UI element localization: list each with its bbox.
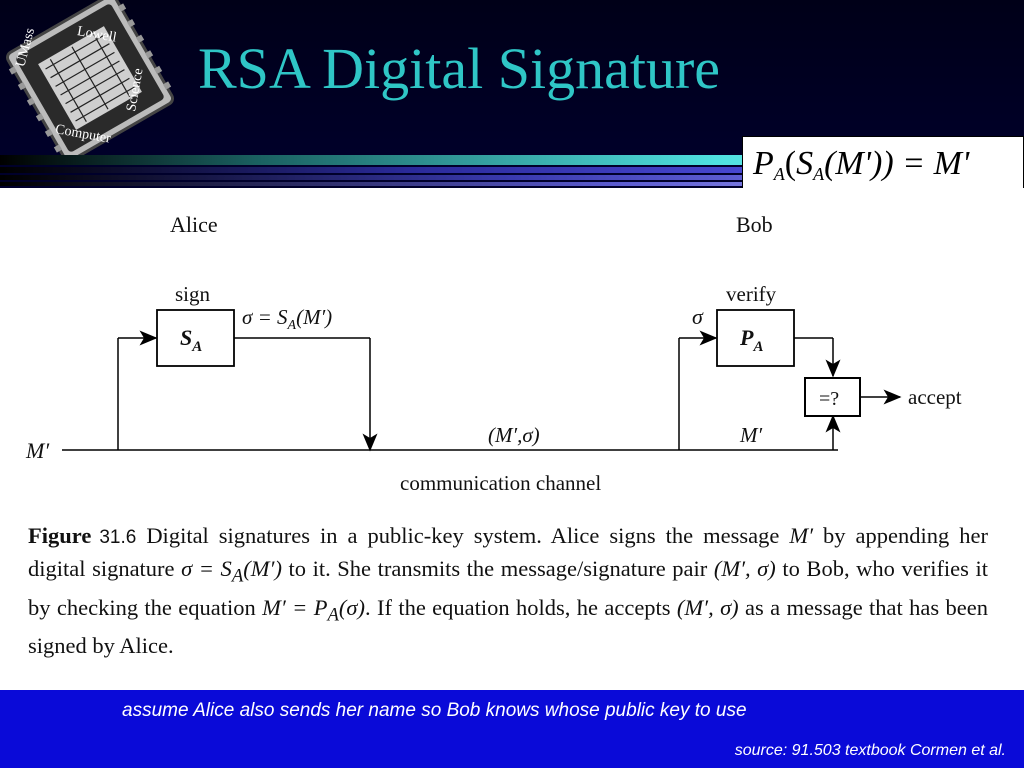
umass-lowell-cs-logo: UMass Lowell Computer Science [6,0,174,160]
equation-inner-func: S [796,145,814,182]
caption-eq: M′ = P [262,594,328,620]
verify-box-func: P [739,325,754,350]
sigma-eq: σ = S [242,305,288,329]
svg-text:σ = SA(M′): σ = SA(M′) [242,305,332,333]
verify-box [716,309,795,367]
caption-text-5: . If the equation holds, he accepts [365,594,677,620]
sign-box-func: S [180,325,192,350]
equation-inner-sub: A [813,164,825,184]
alice-label: Alice [170,212,218,237]
logo-text-lowell: Lowell [76,24,118,46]
message-bob-label: M′ [739,423,762,447]
caption-sig: σ = S [181,556,232,581]
caption-pair: (M′, σ) [713,556,776,581]
caption-text-2: by appending her digital signature [28,523,988,581]
verification-equation: PA(SA(M')) = M' [742,136,1024,192]
equation-lhs-func: P [753,145,774,182]
caption-label: Figure [28,523,92,548]
caption-pair2: (M′, σ) [676,594,739,620]
figure-panel: Alice Bob sign verify SA PA σ = SA(M′) σ… [0,188,1024,690]
slide-title: RSA Digital Signature [198,36,720,101]
caption-eq-sub: A [327,604,339,625]
caption-eq-arg: (σ) [338,594,365,620]
svg-text:SA: SA [180,325,202,355]
sign-box-sub: A [191,339,202,355]
sigma-eq-sub: A [287,318,297,333]
accept-label: accept [908,385,962,409]
footer-band: assume Alice also sends her name so Bob … [0,690,1024,768]
caption-text-4: to Bob, who verifies it by checking the … [28,556,989,620]
sign-label: sign [175,282,211,306]
caption-m1: M′ [789,523,814,548]
footer-note: assume Alice also sends her name so Bob … [122,700,747,721]
compare-box-label: =? [819,388,839,410]
caption-text-3: to it. She transmits the message/signatu… [281,556,714,581]
pair-label: (M′,σ) [488,423,540,447]
equation-rhs: = M' [902,145,970,182]
message-left-label: M′ [25,438,50,463]
caption-text-6: as a message that has been signed by Ali… [28,594,988,659]
channel-label: communication channel [400,471,601,495]
header-divider-stripes [0,155,1024,187]
logo-text-science: Science [124,67,146,112]
footer-source: source: 91.503 textbook Cormen et al. [734,742,1006,759]
caption-number: 31.6 [99,527,137,548]
sigma-eq-arg: (M′) [296,305,332,329]
sign-box [156,309,235,367]
svg-text:PA: PA [739,325,763,355]
compare-box [804,377,861,417]
equation-arg: (M')) [824,145,894,182]
verify-box-sub: A [752,339,763,355]
signature-diagram: Alice Bob sign verify SA PA σ = SA(M′) σ… [25,212,962,495]
caption-text-1: Digital signatures in a public-key syste… [146,523,790,548]
equation-lhs-sub: A [773,164,785,184]
bob-label: Bob [736,212,773,237]
figure-caption: Figure 31.6 Digital signatures in a public… [28,520,988,661]
caption-sig-sub: A [231,565,244,587]
caption-sig-arg: (M′) [243,556,282,581]
sigma-bob-label: σ [692,304,704,329]
verify-label: verify [726,282,777,306]
